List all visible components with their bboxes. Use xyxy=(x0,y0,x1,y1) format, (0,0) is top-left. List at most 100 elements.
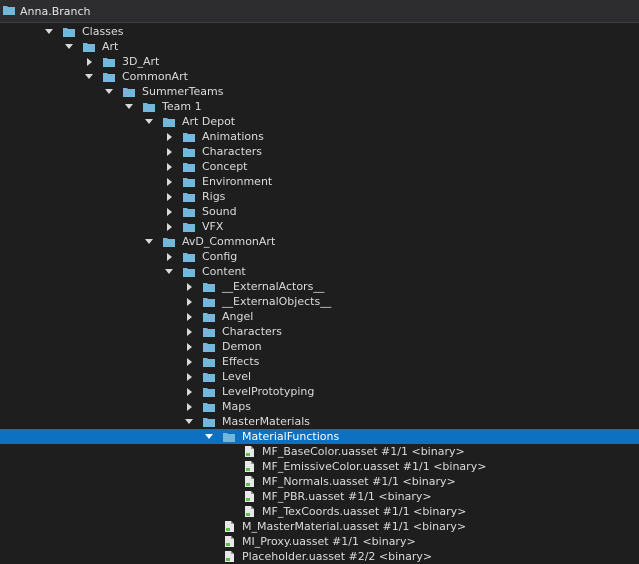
expand-arrow-right-icon[interactable] xyxy=(184,384,194,399)
expand-arrow-down-icon[interactable] xyxy=(144,234,154,249)
tree-item-label: Angel xyxy=(222,310,254,323)
tree-file-row[interactable]: M_MasterMaterial.uasset #1/1 <binary> xyxy=(0,519,639,534)
tree-item-label: Concept xyxy=(202,160,248,173)
tree-folder-row[interactable]: Art xyxy=(0,39,639,54)
folder-icon xyxy=(223,429,235,444)
tree-folder-row[interactable]: Rigs xyxy=(0,189,639,204)
tree-folder-row[interactable]: Characters xyxy=(0,144,639,159)
expand-arrow-right-icon[interactable] xyxy=(184,399,194,414)
expand-arrow-right-icon[interactable] xyxy=(184,369,194,384)
folder-icon xyxy=(183,204,195,219)
tree-file-row[interactable]: MF_EmissiveColor.uasset #1/1 <binary> xyxy=(0,459,639,474)
tree-folder-row[interactable]: SummerTeams xyxy=(0,84,639,99)
expand-arrow-down-icon[interactable] xyxy=(124,99,134,114)
tree-file-row[interactable]: MI_Proxy.uasset #1/1 <binary> xyxy=(0,534,639,549)
tree-folder-row[interactable]: LevelPrototyping xyxy=(0,384,639,399)
tree-folder-row[interactable]: CommonArt xyxy=(0,69,639,84)
tree-folder-row[interactable]: Characters xyxy=(0,324,639,339)
expand-arrow-right-icon[interactable] xyxy=(164,144,174,159)
window-titlebar: Anna.Branch xyxy=(0,0,639,23)
tree-file-row[interactable]: MF_PBR.uasset #1/1 <binary> xyxy=(0,489,639,504)
tree-folder-row[interactable]: Animations xyxy=(0,129,639,144)
expand-arrow-down-icon[interactable] xyxy=(164,264,174,279)
expand-arrow-right-icon[interactable] xyxy=(164,129,174,144)
tree-file-row[interactable]: MF_TexCoords.uasset #1/1 <binary> xyxy=(0,504,639,519)
tree-folder-row[interactable]: MaterialFunctions xyxy=(0,429,639,444)
folder-icon xyxy=(203,309,215,324)
tree-item-label: Environment xyxy=(202,175,273,188)
folder-icon xyxy=(183,219,195,234)
expand-arrow-right-icon[interactable] xyxy=(184,309,194,324)
tree-folder-row[interactable]: Concept xyxy=(0,159,639,174)
folder-icon xyxy=(183,264,195,279)
tree-folder-row[interactable]: MasterMaterials xyxy=(0,414,639,429)
expand-arrow-right-icon[interactable] xyxy=(184,354,194,369)
expand-arrow-right-icon[interactable] xyxy=(84,54,94,69)
tree-item-label: M_MasterMaterial.uasset #1/1 <binary> xyxy=(242,520,467,533)
expand-arrow-down-icon[interactable] xyxy=(44,24,54,39)
tree-folder-row[interactable]: Config xyxy=(0,249,639,264)
tree-folder-row[interactable]: AvD_CommonArt xyxy=(0,234,639,249)
tree-folder-row[interactable]: __ExternalActors__ xyxy=(0,279,639,294)
tree-item-label: Art Depot xyxy=(182,115,236,128)
expand-arrow-down-icon[interactable] xyxy=(184,414,194,429)
file-icon xyxy=(245,504,254,519)
folder-icon xyxy=(203,279,215,294)
expand-arrow-right-icon[interactable] xyxy=(184,324,194,339)
tree-item-label: Classes xyxy=(82,25,124,38)
tree-folder-row[interactable]: Demon xyxy=(0,339,639,354)
tree-folder-row[interactable]: Art Depot xyxy=(0,114,639,129)
tree-file-row[interactable]: MF_Normals.uasset #1/1 <binary> xyxy=(0,474,639,489)
tree-folder-row[interactable]: Environment xyxy=(0,174,639,189)
folder-icon xyxy=(203,414,215,429)
expand-arrow-down-icon[interactable] xyxy=(144,114,154,129)
tree-item-label: MI_Proxy.uasset #1/1 <binary> xyxy=(242,535,416,548)
expand-arrow-right-icon[interactable] xyxy=(164,219,174,234)
expand-arrow-right-icon[interactable] xyxy=(164,159,174,174)
tree-folder-row[interactable]: VFX xyxy=(0,219,639,234)
expand-arrow-right-icon[interactable] xyxy=(184,339,194,354)
tree-item-label: Rigs xyxy=(202,190,226,203)
folder-icon xyxy=(183,249,195,264)
tree-item-label: VFX xyxy=(202,220,224,233)
tree-folder-row[interactable]: Sound xyxy=(0,204,639,219)
expand-arrow-right-icon[interactable] xyxy=(164,249,174,264)
folder-icon xyxy=(183,174,195,189)
expand-arrow-down-icon[interactable] xyxy=(84,69,94,84)
tree-file-row[interactable]: MF_BaseColor.uasset #1/1 <binary> xyxy=(0,444,639,459)
folder-icon xyxy=(183,129,195,144)
tree-folder-row[interactable]: Angel xyxy=(0,309,639,324)
tree-item-label: 3D_Art xyxy=(122,55,160,68)
tree-folder-row[interactable]: Level xyxy=(0,369,639,384)
tree-item-label: Team 1 xyxy=(162,100,202,113)
tree-item-label: MF_Normals.uasset #1/1 <binary> xyxy=(262,475,456,488)
tree-folder-row[interactable]: Content xyxy=(0,264,639,279)
expand-arrow-down-icon[interactable] xyxy=(204,429,214,444)
tree-folder-row[interactable]: Classes xyxy=(0,24,639,39)
tree-folder-row[interactable]: Team 1 xyxy=(0,99,639,114)
folder-icon xyxy=(63,24,75,39)
expand-arrow-down-icon[interactable] xyxy=(64,39,74,54)
expand-arrow-right-icon[interactable] xyxy=(184,294,194,309)
expand-arrow-right-icon[interactable] xyxy=(164,174,174,189)
expand-arrow-right-icon[interactable] xyxy=(164,189,174,204)
tree-item-label: Placeholder.uasset #2/2 <binary> xyxy=(242,550,433,563)
tree-folder-row[interactable]: __ExternalObjects__ xyxy=(0,294,639,309)
tree-folder-row[interactable]: Effects xyxy=(0,354,639,369)
tree-item-label: MaterialFunctions xyxy=(242,430,340,443)
tree-folder-row[interactable]: Maps xyxy=(0,399,639,414)
folder-icon xyxy=(163,234,175,249)
folder-icon xyxy=(203,339,215,354)
folder-icon xyxy=(203,324,215,339)
tree-item-label: Effects xyxy=(222,355,260,368)
tree-item-label: MF_BaseColor.uasset #1/1 <binary> xyxy=(262,445,465,458)
tree-item-label: Characters xyxy=(222,325,283,338)
tree-file-row[interactable]: Placeholder.uasset #2/2 <binary> xyxy=(0,549,639,564)
expand-arrow-down-icon[interactable] xyxy=(104,84,114,99)
tree-item-label: LevelPrototyping xyxy=(222,385,315,398)
tree-item-label: Sound xyxy=(202,205,237,218)
expand-arrow-right-icon[interactable] xyxy=(164,204,174,219)
tree-folder-row[interactable]: 3D_Art xyxy=(0,54,639,69)
expand-arrow-right-icon[interactable] xyxy=(184,279,194,294)
